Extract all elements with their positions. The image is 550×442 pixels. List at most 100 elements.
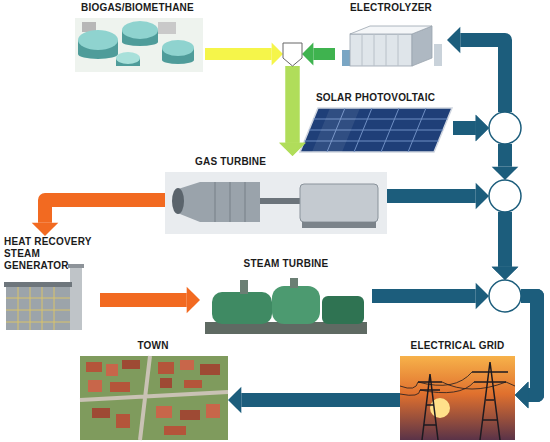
electrolyzer-roof xyxy=(350,26,432,34)
plant-ground xyxy=(75,18,203,72)
digester-dome xyxy=(78,30,118,50)
steam-turbine-illustration xyxy=(205,278,367,334)
turbine-rings xyxy=(215,182,245,222)
flow-arrow xyxy=(100,287,200,314)
arrow-shaft xyxy=(45,200,165,223)
hrsg-stack xyxy=(70,264,82,330)
arrow-head xyxy=(272,43,283,66)
component-label: STEAM TURBINE xyxy=(200,258,372,270)
arrow-shaft xyxy=(460,40,505,112)
solar-sheen xyxy=(312,108,360,152)
arrow-shaft xyxy=(453,121,476,135)
component-label: HEAT RECOVERY STEAM GENERATOR xyxy=(0,236,100,272)
arrow-head xyxy=(492,267,519,280)
component-label: GAS TURBINE xyxy=(165,156,387,168)
pylons xyxy=(418,362,508,440)
digester-dome xyxy=(122,21,158,39)
electrolyzer-tank xyxy=(342,50,350,66)
town-unit: TOWN xyxy=(78,340,228,440)
roof xyxy=(184,380,202,388)
solar-panel-illustration xyxy=(300,108,452,152)
arrow-shaft xyxy=(313,48,335,60)
digester-dome xyxy=(116,52,140,64)
arrow-head xyxy=(515,382,528,409)
arrow-head xyxy=(279,143,306,156)
arrow-shaft xyxy=(498,144,512,167)
turbine-shaft xyxy=(260,198,300,204)
roof xyxy=(106,364,118,376)
hrsg-unit: HEAT RECOVERY STEAM GENERATOR xyxy=(0,236,100,334)
town-streets xyxy=(80,356,228,440)
power-grid-illustration xyxy=(400,356,515,440)
solar-unit: SOLAR PHOTOVOLTAIC xyxy=(298,92,453,154)
gas-turbine-unit: GAS TURBINE xyxy=(165,156,387,236)
arrow-head xyxy=(32,223,59,236)
roof xyxy=(116,414,130,428)
arrow-shaft xyxy=(521,296,537,395)
solar-cell-grid xyxy=(305,108,448,152)
arrow-shaft xyxy=(521,296,537,395)
component-label: BIOGAS/BIOMETHANE xyxy=(70,2,205,14)
power-junction xyxy=(489,112,521,144)
generator-base xyxy=(302,222,376,228)
biogas-unit: BIOGAS/BIOMETHANE xyxy=(70,2,205,72)
arrow-head xyxy=(492,167,519,180)
component-label: ELECTROLYZER xyxy=(335,2,447,14)
roof xyxy=(110,382,130,392)
arrow-shaft xyxy=(521,296,537,395)
electrolyzer-tank xyxy=(434,44,442,66)
hrsg-frame xyxy=(6,286,70,330)
roof xyxy=(180,410,200,420)
roof xyxy=(200,364,220,375)
arrow-shaft xyxy=(498,212,512,267)
arrow-head xyxy=(476,183,489,210)
arrow-shaft xyxy=(498,212,512,267)
arrow-shaft xyxy=(387,189,476,203)
plant-building xyxy=(158,22,176,34)
roof xyxy=(160,378,172,388)
component-label: ELECTRICAL GRID xyxy=(400,340,515,352)
steam-turbine-unit: STEAM TURBINE xyxy=(200,258,372,340)
digester-tank xyxy=(78,49,118,59)
steam-pipe xyxy=(290,278,298,288)
arrow-shaft xyxy=(286,66,300,143)
hrsg-roof xyxy=(4,282,72,287)
town-ground xyxy=(80,356,228,440)
gas-turbine-illustration xyxy=(165,172,387,234)
solar-panel xyxy=(300,108,452,152)
steam-turbine-generator xyxy=(322,296,364,324)
arrow-shaft xyxy=(453,121,476,135)
arrow-shaft xyxy=(241,393,400,407)
arrow-shaft xyxy=(100,293,187,307)
component-label: TOWN xyxy=(78,340,228,352)
arrow-head xyxy=(302,43,313,66)
arrow-head xyxy=(279,143,306,156)
roof xyxy=(86,362,102,372)
hrsg-illustration xyxy=(4,264,84,330)
roof xyxy=(158,362,174,374)
digester-dome xyxy=(162,40,194,56)
roof xyxy=(164,426,186,435)
roof xyxy=(206,404,220,418)
flow-arrow xyxy=(228,387,400,414)
turbine-intake xyxy=(172,188,184,214)
arrow-head xyxy=(476,115,489,142)
arrow-head xyxy=(228,387,241,414)
generator xyxy=(300,184,378,222)
component-label: SOLAR PHOTOVOLTAIC xyxy=(298,92,453,104)
turbine-background xyxy=(165,172,387,234)
roof xyxy=(156,406,172,418)
grid-unit: ELECTRICAL GRID xyxy=(400,340,515,440)
turbine-casing xyxy=(175,182,260,222)
arrow-head xyxy=(492,267,519,280)
flow-arrow xyxy=(453,115,537,409)
arrow-shaft xyxy=(286,66,300,143)
electrolyzer-illustration xyxy=(342,26,442,66)
roof xyxy=(180,360,194,370)
hrsg-body xyxy=(6,286,70,330)
power-lines xyxy=(400,372,515,395)
